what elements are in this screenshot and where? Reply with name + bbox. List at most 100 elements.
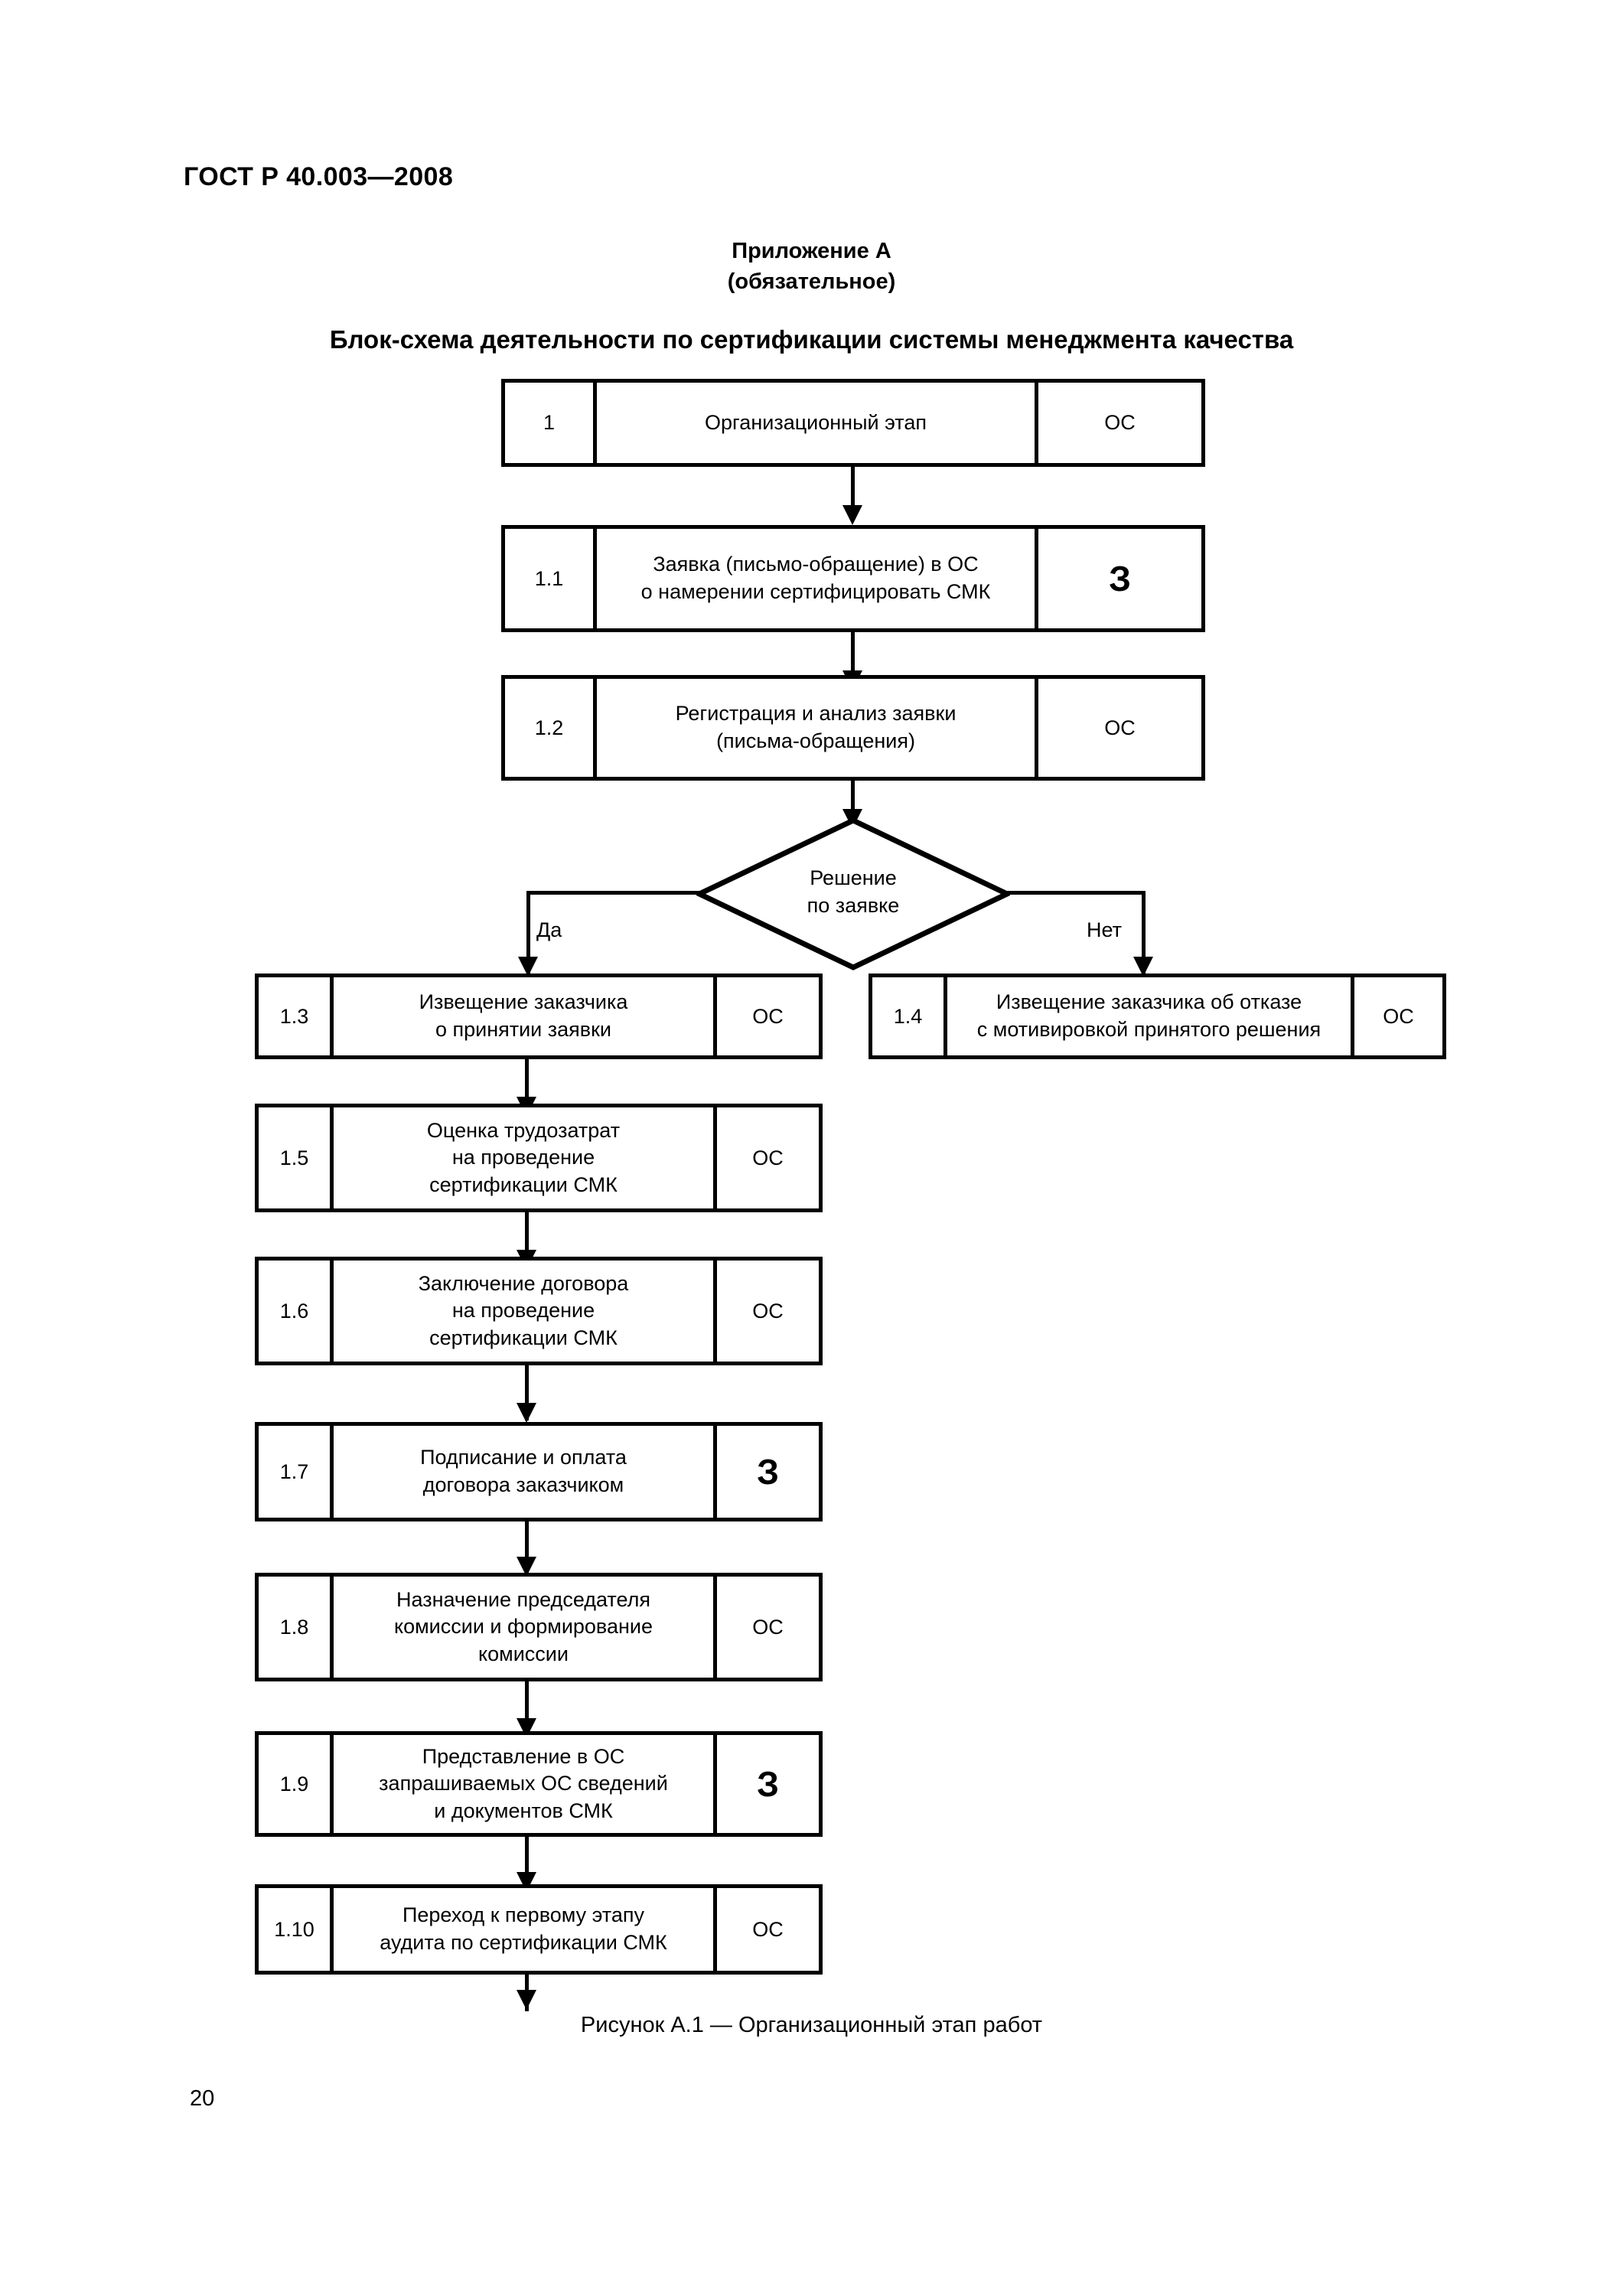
flow-node-1-5-actor: ОС [713,1107,819,1208]
flow-node-1-3: 1.3 Извещение заказчика о принятии заявк… [255,974,823,1059]
flow-node-1-7-text: Подписание и оплата договора заказчиком [334,1426,713,1518]
flow-node-1-7-number: 1.7 [259,1426,334,1518]
decision-branch-no-label: Нет [1087,918,1122,941]
figure-caption: Рисунок А.1 — Организационный этап работ [580,2013,1043,2037]
flow-node-1-1-number: 1.1 [505,529,597,628]
connector-1-7-to-1-8 [525,1521,529,1574]
page-number: 20 [190,2086,215,2111]
flow-node-1: 1 Организационный этап ОС [501,379,1205,467]
flow-node-1-4-text: Извещение заказчика об отказе с мотивиро… [947,977,1351,1055]
flow-node-1-8-text-line2: комиссии и формирование [393,1615,653,1639]
flow-node-1-1-actor: З [1035,529,1201,628]
flow-node-1-3-actor: ОС [713,977,819,1055]
page-title: Блок-схема деятельности по сертификации … [329,325,1294,354]
flow-node-1-5: 1.5 Оценка трудозатрат на проведение сер… [255,1104,823,1212]
flow-node-1-5-number: 1.5 [259,1107,334,1208]
decision-branch-yes-label: Да [536,918,562,941]
standard-header: ГОСТ Р 40.003—2008 [184,162,454,191]
flow-node-1-2-text-line1: Регистрация и анализ заявки [675,702,957,726]
connector-1-9-to-1-10 [525,1837,529,1889]
flow-node-1-1-text-line1: Заявка (письмо-обращение) в ОС [653,553,979,576]
flow-node-1-2-number: 1.2 [505,679,597,777]
flow-node-1-3-text: Извещение заказчика о принятии заявки [334,977,713,1055]
connector-1-to-1-1 [851,467,855,519]
flow-node-1-2-text: Регистрация и анализ заявки (письма-обра… [597,679,1035,777]
flow-node-1-4-text-line2: с мотивировкой принятого решения [976,1018,1322,1041]
flow-node-1-4-text-line1: Извещение заказчика об отказе [996,990,1302,1014]
flow-node-1-9-actor: З [713,1735,819,1833]
flow-node-1-10-actor: ОС [713,1888,819,1971]
flow-node-1-5-text: Оценка трудозатрат на проведение сертифи… [334,1107,713,1208]
flow-node-1-8-text-line3: комиссии [478,1642,569,1665]
flow-node-1-1-text: Заявка (письмо-обращение) в ОС о намерен… [597,529,1035,628]
flow-node-1-7-actor: З [713,1426,819,1518]
flow-node-1-8: 1.8 Назначение председателя комиссии и ф… [255,1573,823,1681]
flow-node-1-5-text-line1: Оценка трудозатрат [426,1118,621,1142]
flow-node-1-7-text-line1: Подписание и оплата [420,1446,627,1469]
flow-node-1-7: 1.7 Подписание и оплата договора заказчи… [255,1422,823,1521]
flow-node-1-4: 1.4 Извещение заказчика об отказе с моти… [869,974,1446,1059]
flow-node-1-3-number: 1.3 [259,977,334,1055]
flow-node-1-9-text-line1: Представление в ОС [422,1744,625,1768]
flow-node-1-9-text-line2: запрашиваемых ОС сведений [379,1772,668,1795]
flow-node-1-6-number: 1.6 [259,1261,334,1362]
flow-node-1-actor: ОС [1035,383,1201,463]
decision-diamond-shape [696,817,1010,970]
flow-node-1-9-text-line3: и документов СМК [434,1799,613,1822]
flow-node-1-6-text-line3: сертификации СМК [429,1326,618,1349]
flow-node-1-3-text-line1: Извещение заказчика [419,990,628,1014]
flow-node-1-10-text: Переход к первому этапу аудита по сертиф… [334,1888,713,1971]
flow-node-1-10-text-line2: аудита по сертификации СМК [380,1931,667,1954]
flow-node-1-2-actor: ОС [1035,679,1201,777]
flow-node-1-8-actor: ОС [713,1577,819,1678]
flow-node-1-4-actor: ОС [1351,977,1442,1055]
flow-node-1-9-number: 1.9 [259,1735,334,1833]
flow-node-1-9: 1.9 Представление в ОС запрашиваемых ОС … [255,1731,823,1837]
flow-node-1-10-number: 1.10 [259,1888,334,1971]
connector-1-5-to-1-6 [525,1212,529,1267]
flow-node-1-8-text-line1: Назначение председателя [396,1587,650,1611]
flow-node-1-10-text-line1: Переход к первому этапу [402,1903,644,1927]
flow-node-1-3-text-line2: о принятии заявки [435,1018,612,1041]
flow-node-1-5-text-line2: на проведение [451,1146,595,1169]
connector-1-2-to-decision [851,781,855,828]
arrowhead-decision-yes [518,957,538,977]
flow-node-1-text: Организационный этап [597,383,1035,463]
flow-node-1-8-number: 1.8 [259,1577,334,1678]
arrowhead-1-to-1-1 [842,505,862,525]
flow-node-1-7-text-line2: договора заказчиком [422,1473,624,1496]
flow-node-1-6-text: Заключение договора на проведение сертиф… [334,1261,713,1362]
decision-label-line2: по заявке [807,893,900,917]
connector-decision-no-vertical [1142,891,1146,977]
arrowhead-1-6-to-1-7 [517,1403,536,1423]
flow-node-1-6-text-line1: Заключение договора [418,1271,629,1295]
flow-node-1-5-text-line3: сертификации СМК [429,1172,618,1196]
flow-node-1-6: 1.6 Заключение договора на проведение се… [255,1257,823,1365]
connector-decision-no-horizontal [1007,891,1146,895]
flow-node-1-text-line: Организационный этап [705,410,927,434]
flow-node-1-2-text-line2: (письма-обращения) [716,729,915,752]
flow-node-1-number: 1 [505,383,597,463]
flow-node-1-10: 1.10 Переход к первому этапу аудита по с… [255,1884,823,1975]
flow-node-1-6-text-line2: на проведение [451,1299,595,1322]
connector-1-3-to-1-5 [525,1059,529,1114]
arrowhead-1-10-exit [517,1990,536,2010]
decision-node: Решение по заявке [696,817,1010,970]
flow-node-1-8-text: Назначение председателя комиссии и форми… [334,1577,713,1678]
decision-label: Решение по заявке [696,865,1010,919]
appendix-label: Приложение А [732,239,891,263]
connector-1-1-to-1-2 [851,632,855,686]
flow-node-1-9-text: Представление в ОС запрашиваемых ОС свед… [334,1735,713,1833]
connector-1-6-to-1-7 [525,1365,529,1420]
flow-node-1-1-text-line2: о намерении сертифицировать СМК [640,580,991,603]
connector-1-8-to-1-9 [525,1681,529,1735]
flow-node-1-6-actor: ОС [713,1261,819,1362]
appendix-status: (обязательное) [727,269,896,294]
flow-node-1-1: 1.1 Заявка (письмо-обращение) в ОС о нам… [501,525,1205,632]
flow-node-1-4-number: 1.4 [872,977,947,1055]
decision-label-line1: Решение [810,866,897,889]
flow-node-1-2: 1.2 Регистрация и анализ заявки (письма-… [501,675,1205,781]
connector-decision-yes-vertical [526,891,530,977]
